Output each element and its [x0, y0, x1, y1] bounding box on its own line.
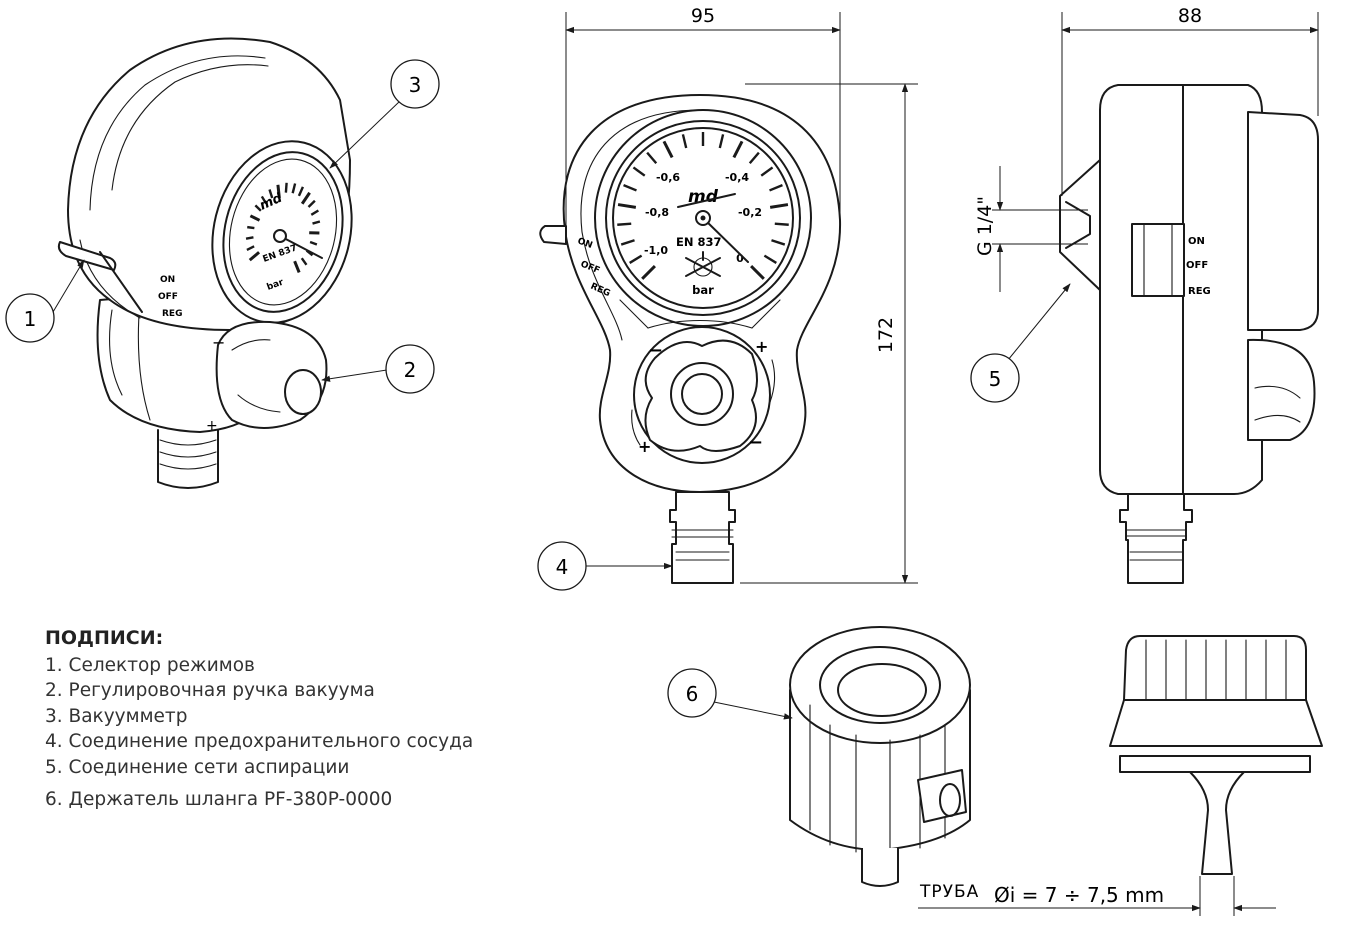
dim-side-width: 88	[1178, 5, 1202, 27]
gauge-tick	[309, 231, 320, 235]
gauge-tick	[620, 239, 635, 246]
gauge-tick	[617, 222, 632, 226]
gauge-tick	[300, 191, 311, 205]
front-view: md -0,6 -0,4 -0,8 -0,2 -1,0 0 EN 837 bar…	[539, 94, 842, 584]
gauge-label-0: 0	[736, 252, 744, 265]
gauge-tick	[750, 265, 765, 280]
knob-minus-bottom: −	[748, 432, 763, 453]
gauge-tick	[297, 186, 305, 197]
gauge-tick	[623, 183, 637, 192]
legend-item-5: 5. Соединение сети аспирации	[45, 756, 350, 778]
tube-diameter: Øi = 7 ÷ 7,5 mm	[994, 883, 1164, 907]
gauge-tick	[617, 203, 637, 209]
gauge-tick	[748, 151, 760, 165]
hose-holder-iso	[789, 626, 971, 887]
gauge-tick	[662, 140, 674, 159]
knob-plus-top: +	[755, 337, 768, 356]
gauge-tick	[681, 134, 688, 149]
dim-height: 172	[875, 317, 897, 353]
gauge-tick	[629, 254, 643, 264]
gauge-tick	[293, 260, 301, 274]
gauge-tick	[248, 251, 261, 262]
gauge-tick	[769, 203, 789, 209]
legend-item-6: 6. Держатель шланга PF-380P-0000	[45, 788, 393, 810]
hose-holder-side	[1109, 635, 1323, 875]
legend-title: ПОДПИСИ:	[45, 627, 164, 649]
callout-4: 4	[556, 555, 569, 579]
side-selector-reg: REG	[1188, 286, 1211, 297]
legend-item-4: 4. Соединение предохранительного сосуда	[45, 731, 474, 753]
gauge-standard: EN 837	[676, 235, 722, 249]
tube-label: ТРУБА	[919, 882, 979, 902]
gauge-tick	[732, 140, 744, 159]
callout-5: 5	[989, 367, 1002, 391]
dimension-lines: 95 88 172 G 1/4" ТРУБА Øi = 7 ÷ 7,5 mm	[565, 5, 1319, 916]
gauge-tick	[268, 189, 274, 199]
gauge-label-06: -0,6	[656, 171, 680, 184]
gauge-tick	[312, 220, 321, 225]
gauge-tick	[774, 222, 789, 226]
callout-2: 2	[404, 358, 417, 382]
gauge-tick	[249, 214, 261, 222]
gauge-tick	[310, 209, 319, 216]
gauge-tick	[245, 236, 254, 240]
callout-6: 6	[686, 682, 699, 706]
gauge-tick	[646, 151, 658, 165]
gauge-tick	[260, 195, 268, 205]
legend-item-3: 3. Вакуумметр	[45, 705, 188, 727]
gauge-tick	[718, 134, 725, 149]
iso-knob-plus: +	[206, 418, 218, 434]
side-selector-off: OFF	[1186, 260, 1208, 271]
gauge-tick	[300, 257, 308, 266]
side-selector-on: ON	[1188, 236, 1205, 247]
callouts: 1 2 3 4 5 6	[5, 59, 1071, 720]
gauge-tick	[309, 240, 318, 246]
isometric-view: md EN 837 bar ON OFF REG − +	[57, 37, 353, 489]
iso-knob-minus: −	[212, 333, 225, 352]
gauge-tick	[284, 182, 288, 193]
gauge-tick	[632, 166, 646, 177]
dim-thread: G 1/4"	[974, 196, 996, 256]
gauge-unit: bar	[692, 283, 714, 297]
gauge-tick	[291, 183, 297, 194]
iso-selector-reg: REG	[162, 309, 182, 319]
knob-plus-bottom: +	[638, 437, 651, 456]
iso-selector-on: ON	[160, 275, 175, 285]
gauge-tick	[254, 204, 262, 212]
gauge-tick	[771, 239, 786, 246]
gauge-label-04: -0,4	[725, 171, 749, 184]
gauge-tick	[769, 183, 783, 192]
gauge-tick	[307, 199, 316, 208]
legend: ПОДПИСИ: 1. Селектор режимов 2. Регулиро…	[45, 626, 473, 812]
iso-selector-off: OFF	[158, 292, 178, 302]
gauge-label-10: -1,0	[644, 244, 668, 257]
gauge-tick	[276, 184, 281, 199]
legend-item-2: 2. Регулировочная ручка вакуума	[45, 680, 375, 702]
callout-3: 3	[409, 73, 422, 97]
gauge-tick	[641, 265, 656, 280]
legend-item-1: 1. Селектор режимов	[45, 654, 255, 676]
callout-1: 1	[24, 307, 37, 331]
gauge-label-02: -0,2	[738, 206, 762, 219]
knob-minus-top: −	[648, 340, 663, 361]
gauge-tick	[247, 225, 255, 230]
gauge-tick	[763, 254, 777, 264]
side-view: ON OFF REG	[1059, 84, 1319, 584]
gauge-tick	[760, 166, 774, 177]
selector-on: ON	[576, 236, 594, 251]
gauge-label-08: -0,8	[645, 206, 669, 219]
dim-front-width: 95	[691, 5, 715, 27]
gauge-tick	[246, 245, 255, 251]
